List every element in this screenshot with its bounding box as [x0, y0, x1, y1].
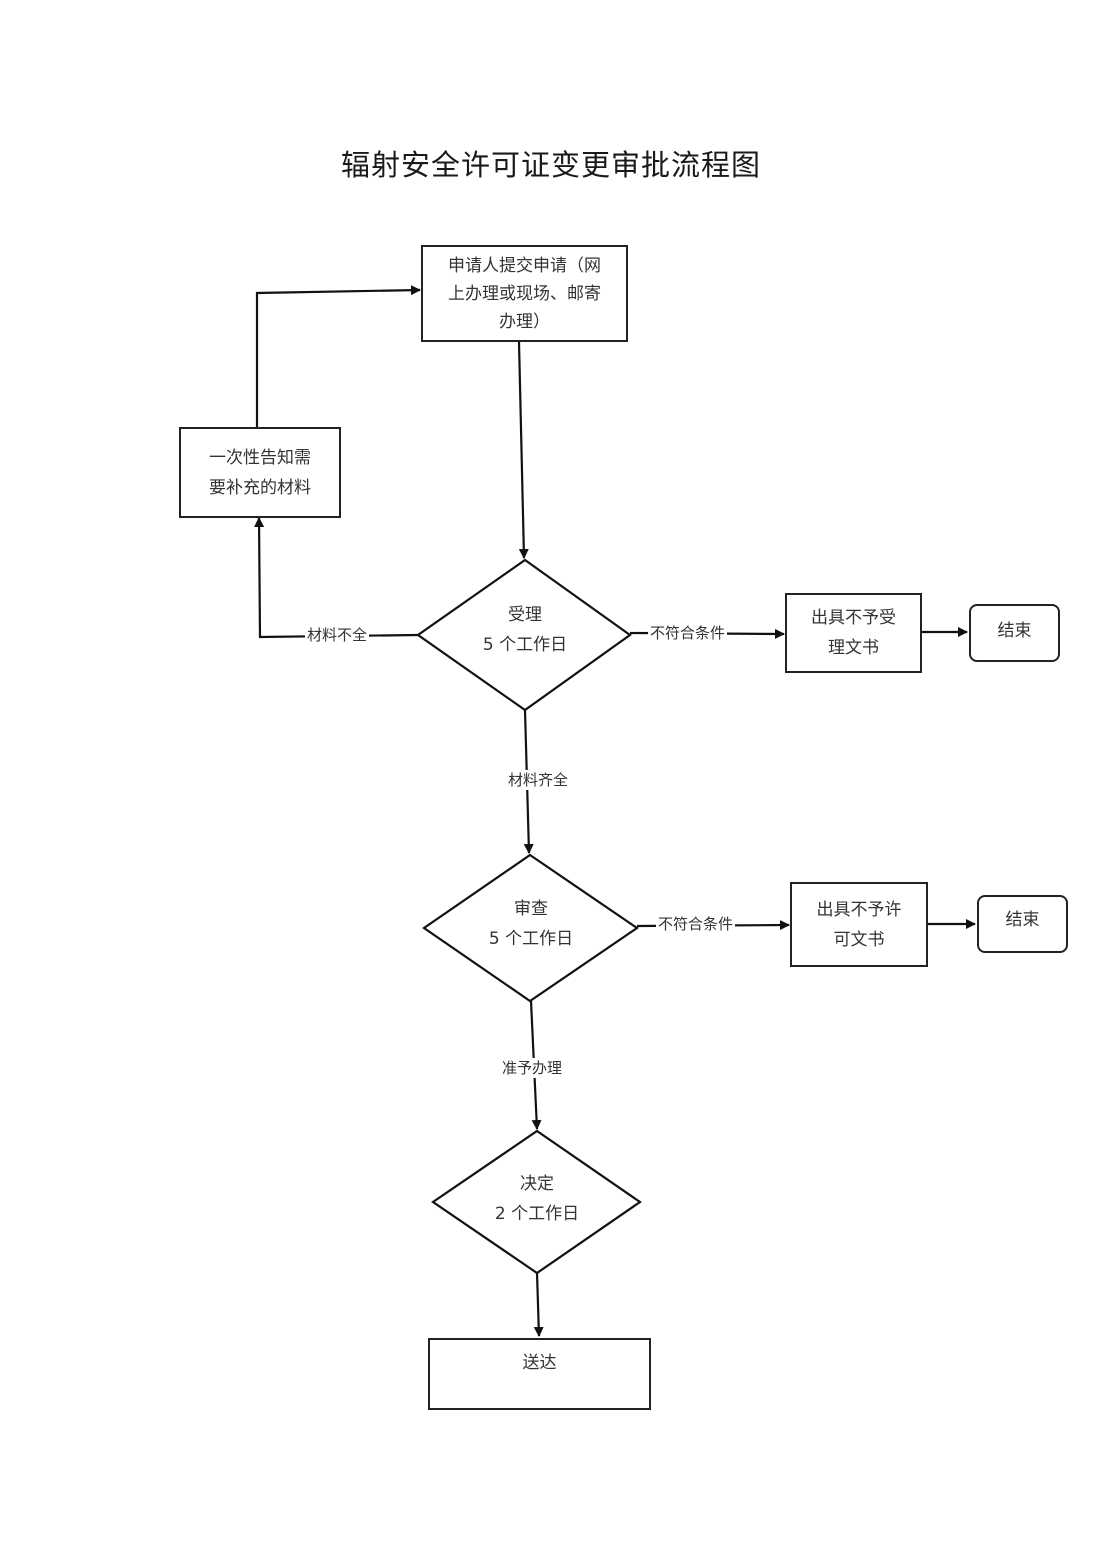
- reject-permit-line2: 可文书: [833, 929, 885, 950]
- notify-line2: 要补充的材料: [209, 477, 311, 498]
- reject-accept-line1: 出具不予受: [811, 608, 896, 628]
- page-title: 辐射安全许可证变更审批流程图: [340, 148, 761, 182]
- end-node-2: 结束: [977, 895, 1068, 953]
- edge-label-complete: 材料齐全: [506, 770, 571, 790]
- apply-node: 申请人提交申请（网 上办理或现场、邮寄 办理）: [421, 245, 628, 342]
- deliver-node: 送达: [428, 1338, 651, 1410]
- end-node-1: 结束: [969, 604, 1060, 662]
- decide-node-text: 决定 2 个工作日: [467, 1169, 607, 1229]
- apply-line2: 上办理或现场、邮寄: [448, 283, 601, 304]
- reject-accept-node: 出具不予受 理文书: [785, 593, 922, 673]
- review-diamond: [422, 853, 639, 1003]
- accept-duration: 5 个工作日: [482, 635, 568, 655]
- notify-node: 一次性告知需 要补充的材料: [179, 427, 341, 518]
- edge-accept-to-notify: [254, 517, 419, 639]
- end2-label: 结束: [1005, 910, 1040, 930]
- apply-line1: 申请人提交申请（网: [448, 255, 601, 276]
- edge-decide-to-deliver: [533, 1272, 544, 1337]
- decide-name: 决定: [520, 1174, 554, 1194]
- notify-line1: 一次性告知需: [209, 447, 311, 468]
- reject-permit-node: 出具不予许 可文书: [790, 882, 928, 967]
- accept-node-text: 受理 5 个工作日: [455, 600, 595, 660]
- deliver-label: 送达: [522, 1353, 557, 1373]
- edge-notify-to-apply: [255, 285, 421, 427]
- edge-label-not-qualified-2: 不符合条件: [656, 914, 736, 934]
- edge-label-not-qualified-1: 不符合条件: [648, 623, 728, 643]
- reject-accept-line2: 理文书: [828, 638, 879, 658]
- edge-label-incomplete: 材料不全: [305, 625, 370, 645]
- edge-label-approved: 准予办理: [500, 1058, 565, 1078]
- edge-apply-to-accept: [517, 341, 529, 559]
- review-name: 审查: [514, 899, 548, 919]
- decide-duration: 2 个工作日: [494, 1204, 580, 1224]
- review-node-text: 审查 5 个工作日: [461, 894, 601, 954]
- review-duration: 5 个工作日: [488, 929, 574, 949]
- end1-label: 结束: [997, 621, 1032, 641]
- apply-line3: 办理）: [499, 311, 550, 332]
- accept-name: 受理: [508, 605, 542, 625]
- reject-permit-line1: 出具不予许: [816, 899, 902, 920]
